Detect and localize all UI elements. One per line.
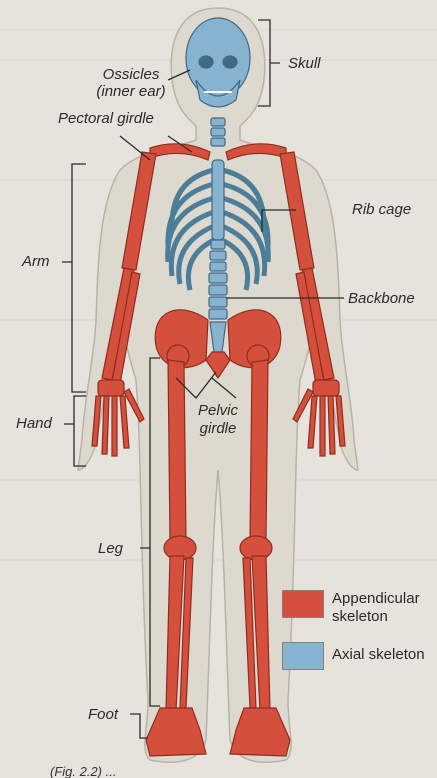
pectoral-girdle-label: Pectoral girdle: [58, 110, 154, 127]
hand-label: Hand: [16, 415, 52, 432]
legend-label-appendicular-line1: Appendicular: [332, 590, 420, 608]
legend-swatch-axial: [282, 642, 324, 670]
sternum-bone: [212, 160, 224, 240]
legend-swatch-appendicular: [282, 590, 324, 618]
figure-caption-fragment: (Fig. 2.2) ...: [50, 764, 116, 778]
arm-bracket: [62, 164, 86, 392]
pelvic-girdle-label-line2: girdle: [188, 420, 248, 437]
foot-label: Foot: [88, 706, 118, 723]
legend-label-axial: Axial skeleton: [332, 646, 425, 664]
arm-label: Arm: [22, 253, 50, 270]
skull-label: Skull: [288, 55, 321, 72]
rib-cage-label: Rib cage: [352, 201, 411, 218]
right-hand-bones: [293, 380, 345, 456]
ossicles-sublabel: (inner ear): [90, 83, 172, 100]
legend-label-appendicular-line2: skeleton: [332, 608, 388, 626]
ossicles-label: Ossicles: [90, 66, 172, 83]
pelvic-girdle-label-line1: Pelvic: [188, 402, 248, 419]
leg-label: Leg: [98, 540, 123, 557]
backbone-label: Backbone: [348, 290, 415, 307]
